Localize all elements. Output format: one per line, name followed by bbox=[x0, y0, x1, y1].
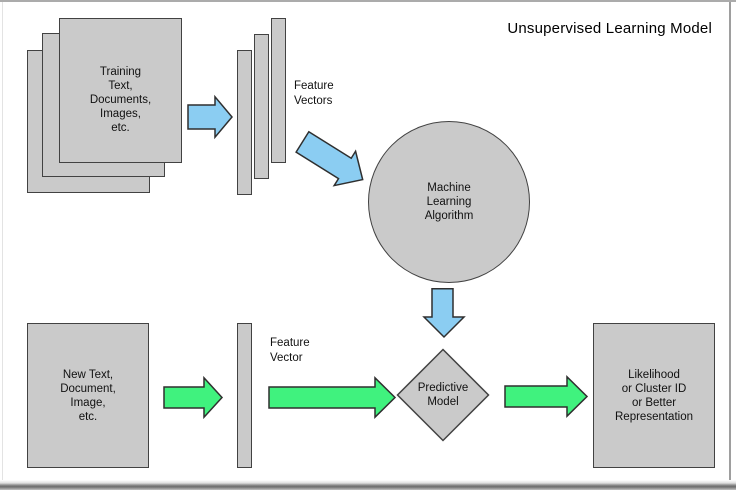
predictive-model-diamond bbox=[396, 348, 490, 442]
training-docs-label: Training Text, Documents, Images, etc. bbox=[89, 65, 152, 134]
arrow-algorithm-to-model bbox=[422, 288, 466, 339]
arrow-model-to-output bbox=[504, 375, 589, 418]
feature-vector-bar bbox=[237, 323, 252, 468]
arrow-input-to-feature bbox=[163, 375, 224, 420]
top-border-line bbox=[0, 0, 736, 2]
arrow-training-to-features bbox=[187, 94, 233, 140]
feature-vectors-bar-3 bbox=[271, 18, 286, 163]
predictive-model-label: Predictive Model bbox=[417, 382, 469, 408]
right-border-line bbox=[729, 2, 731, 480]
diagram-title: Unsupervised Learning Model bbox=[507, 20, 712, 37]
new-input-box: New Text, Document, Image, etc. bbox=[27, 323, 149, 468]
feature-vectors-label: Feature Vectors bbox=[294, 80, 334, 107]
training-doc-front: Training Text, Documents, Images, etc. bbox=[59, 18, 182, 163]
left-border-line bbox=[2, 2, 3, 480]
output-label: Likelihood or Cluster ID or Better Repre… bbox=[615, 368, 693, 423]
new-input-label: New Text, Document, Image, etc. bbox=[60, 368, 116, 423]
output-box: Likelihood or Cluster ID or Better Repre… bbox=[593, 323, 715, 468]
arrow-features-to-algorithm bbox=[295, 130, 364, 187]
bottom-edge-shadow bbox=[0, 480, 736, 490]
feature-vectors-bar-1 bbox=[237, 50, 252, 195]
ml-algorithm-circle: Machine Learning Algorithm bbox=[368, 121, 530, 283]
ml-algorithm-label: Machine Learning Algorithm bbox=[424, 182, 474, 222]
feature-vectors-bar-2 bbox=[254, 34, 269, 179]
arrow-feature-to-model bbox=[268, 376, 397, 419]
feature-vector-label: Feature Vector bbox=[270, 337, 310, 364]
